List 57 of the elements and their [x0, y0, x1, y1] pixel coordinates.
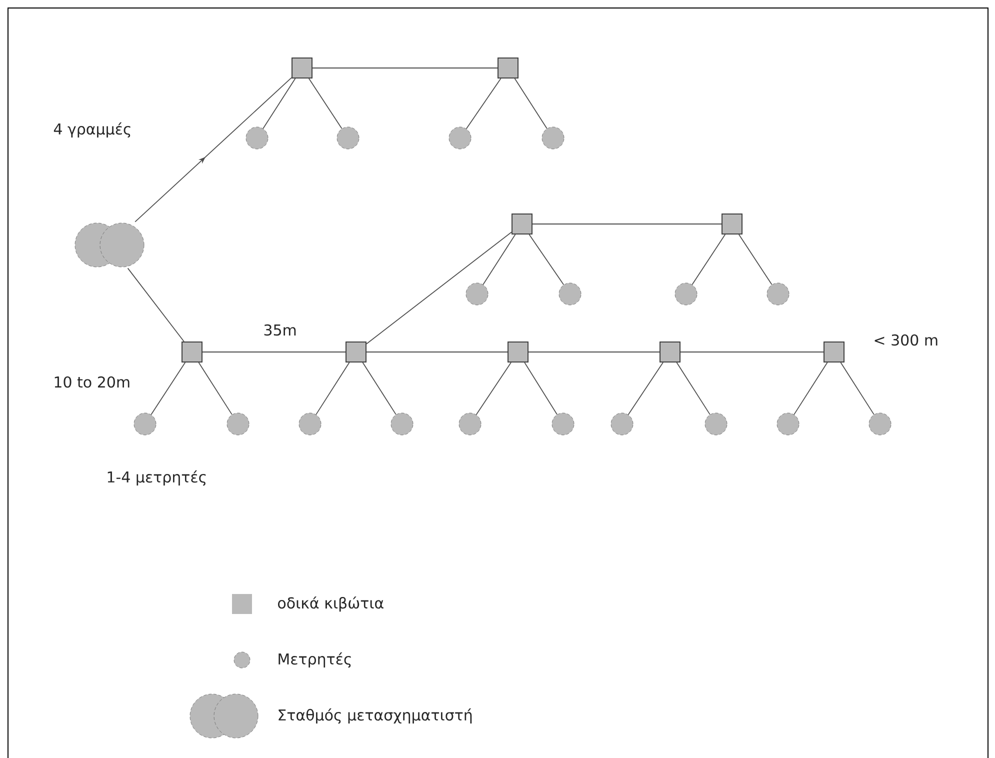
line: [840, 362, 874, 416]
line: [362, 362, 396, 416]
meter-circle: [558, 282, 582, 306]
meter-circle: [458, 412, 482, 436]
line: [366, 232, 512, 344]
legend-text: Μετρητές: [278, 652, 351, 668]
transformer-station: [74, 222, 144, 268]
meter-circle: [552, 412, 574, 436]
meter-circle: [868, 412, 892, 436]
line: [676, 362, 710, 416]
junction-box: [292, 58, 312, 78]
meter-circle: [390, 412, 414, 436]
text-label: 35m: [264, 324, 296, 336]
junction-box: [512, 214, 532, 234]
meter-circle: [246, 126, 268, 150]
meter-circle: [542, 126, 564, 150]
text-label: 10 to 20m: [54, 376, 130, 388]
junction-box: [508, 342, 528, 362]
meter-circle: [226, 412, 250, 436]
junction-box: [346, 342, 366, 362]
line: [308, 78, 342, 130]
junction-box: [660, 342, 680, 362]
line: [514, 78, 548, 130]
meter-circle: [610, 412, 634, 436]
meter-circle: [134, 412, 156, 436]
line: [738, 234, 772, 286]
meter-circle: [466, 282, 488, 306]
legend-text: Σταθμός μετασχηματιστή: [278, 708, 472, 724]
line: [794, 362, 828, 416]
meter-circle: [336, 126, 360, 150]
text-label: 1-4 μετρητές: [108, 470, 206, 486]
meter-circle: [674, 282, 698, 306]
text-label: < 300 m: [874, 334, 938, 346]
meter-circle: [776, 412, 800, 436]
junction-box: [498, 58, 518, 78]
line: [476, 362, 512, 416]
line: [692, 234, 726, 286]
arrow: [134, 77, 292, 222]
line: [198, 362, 232, 416]
meter-circle: [448, 126, 472, 150]
junction-box: [182, 342, 202, 362]
line: [466, 78, 502, 130]
legend-text: οδικά κιβώτια: [278, 596, 384, 612]
junction-box: [722, 214, 742, 234]
line: [262, 78, 296, 130]
meter-circle: [704, 412, 728, 436]
line: [127, 268, 184, 342]
line: [524, 362, 558, 415]
line: [628, 362, 664, 416]
meter-circle: [298, 412, 322, 436]
meter-circle: [766, 282, 790, 306]
text-label: 4 γραμμές: [54, 122, 130, 138]
line: [316, 362, 350, 416]
junction-box: [824, 342, 845, 362]
line: [150, 362, 186, 416]
line: [482, 234, 516, 286]
line: [528, 234, 564, 286]
